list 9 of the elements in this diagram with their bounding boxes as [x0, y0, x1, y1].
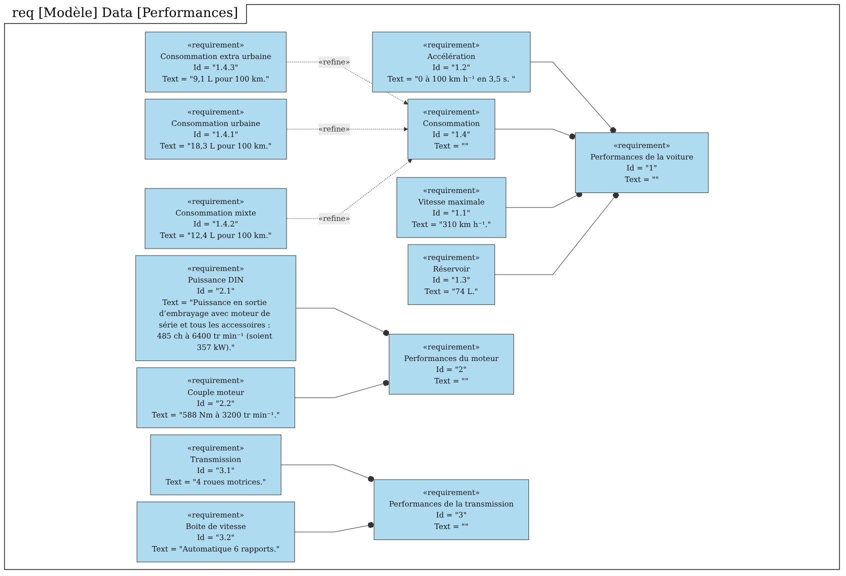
diagram-title: req [Modèle] Data [Performances]: [4, 4, 248, 24]
connector: [494, 192, 619, 275]
connector: [294, 522, 374, 532]
connector: [494, 128, 576, 140]
connector: [530, 62, 616, 134]
connector: [294, 380, 390, 398]
connector: [280, 464, 374, 482]
connector: [506, 191, 582, 208]
connector: [296, 308, 390, 336]
